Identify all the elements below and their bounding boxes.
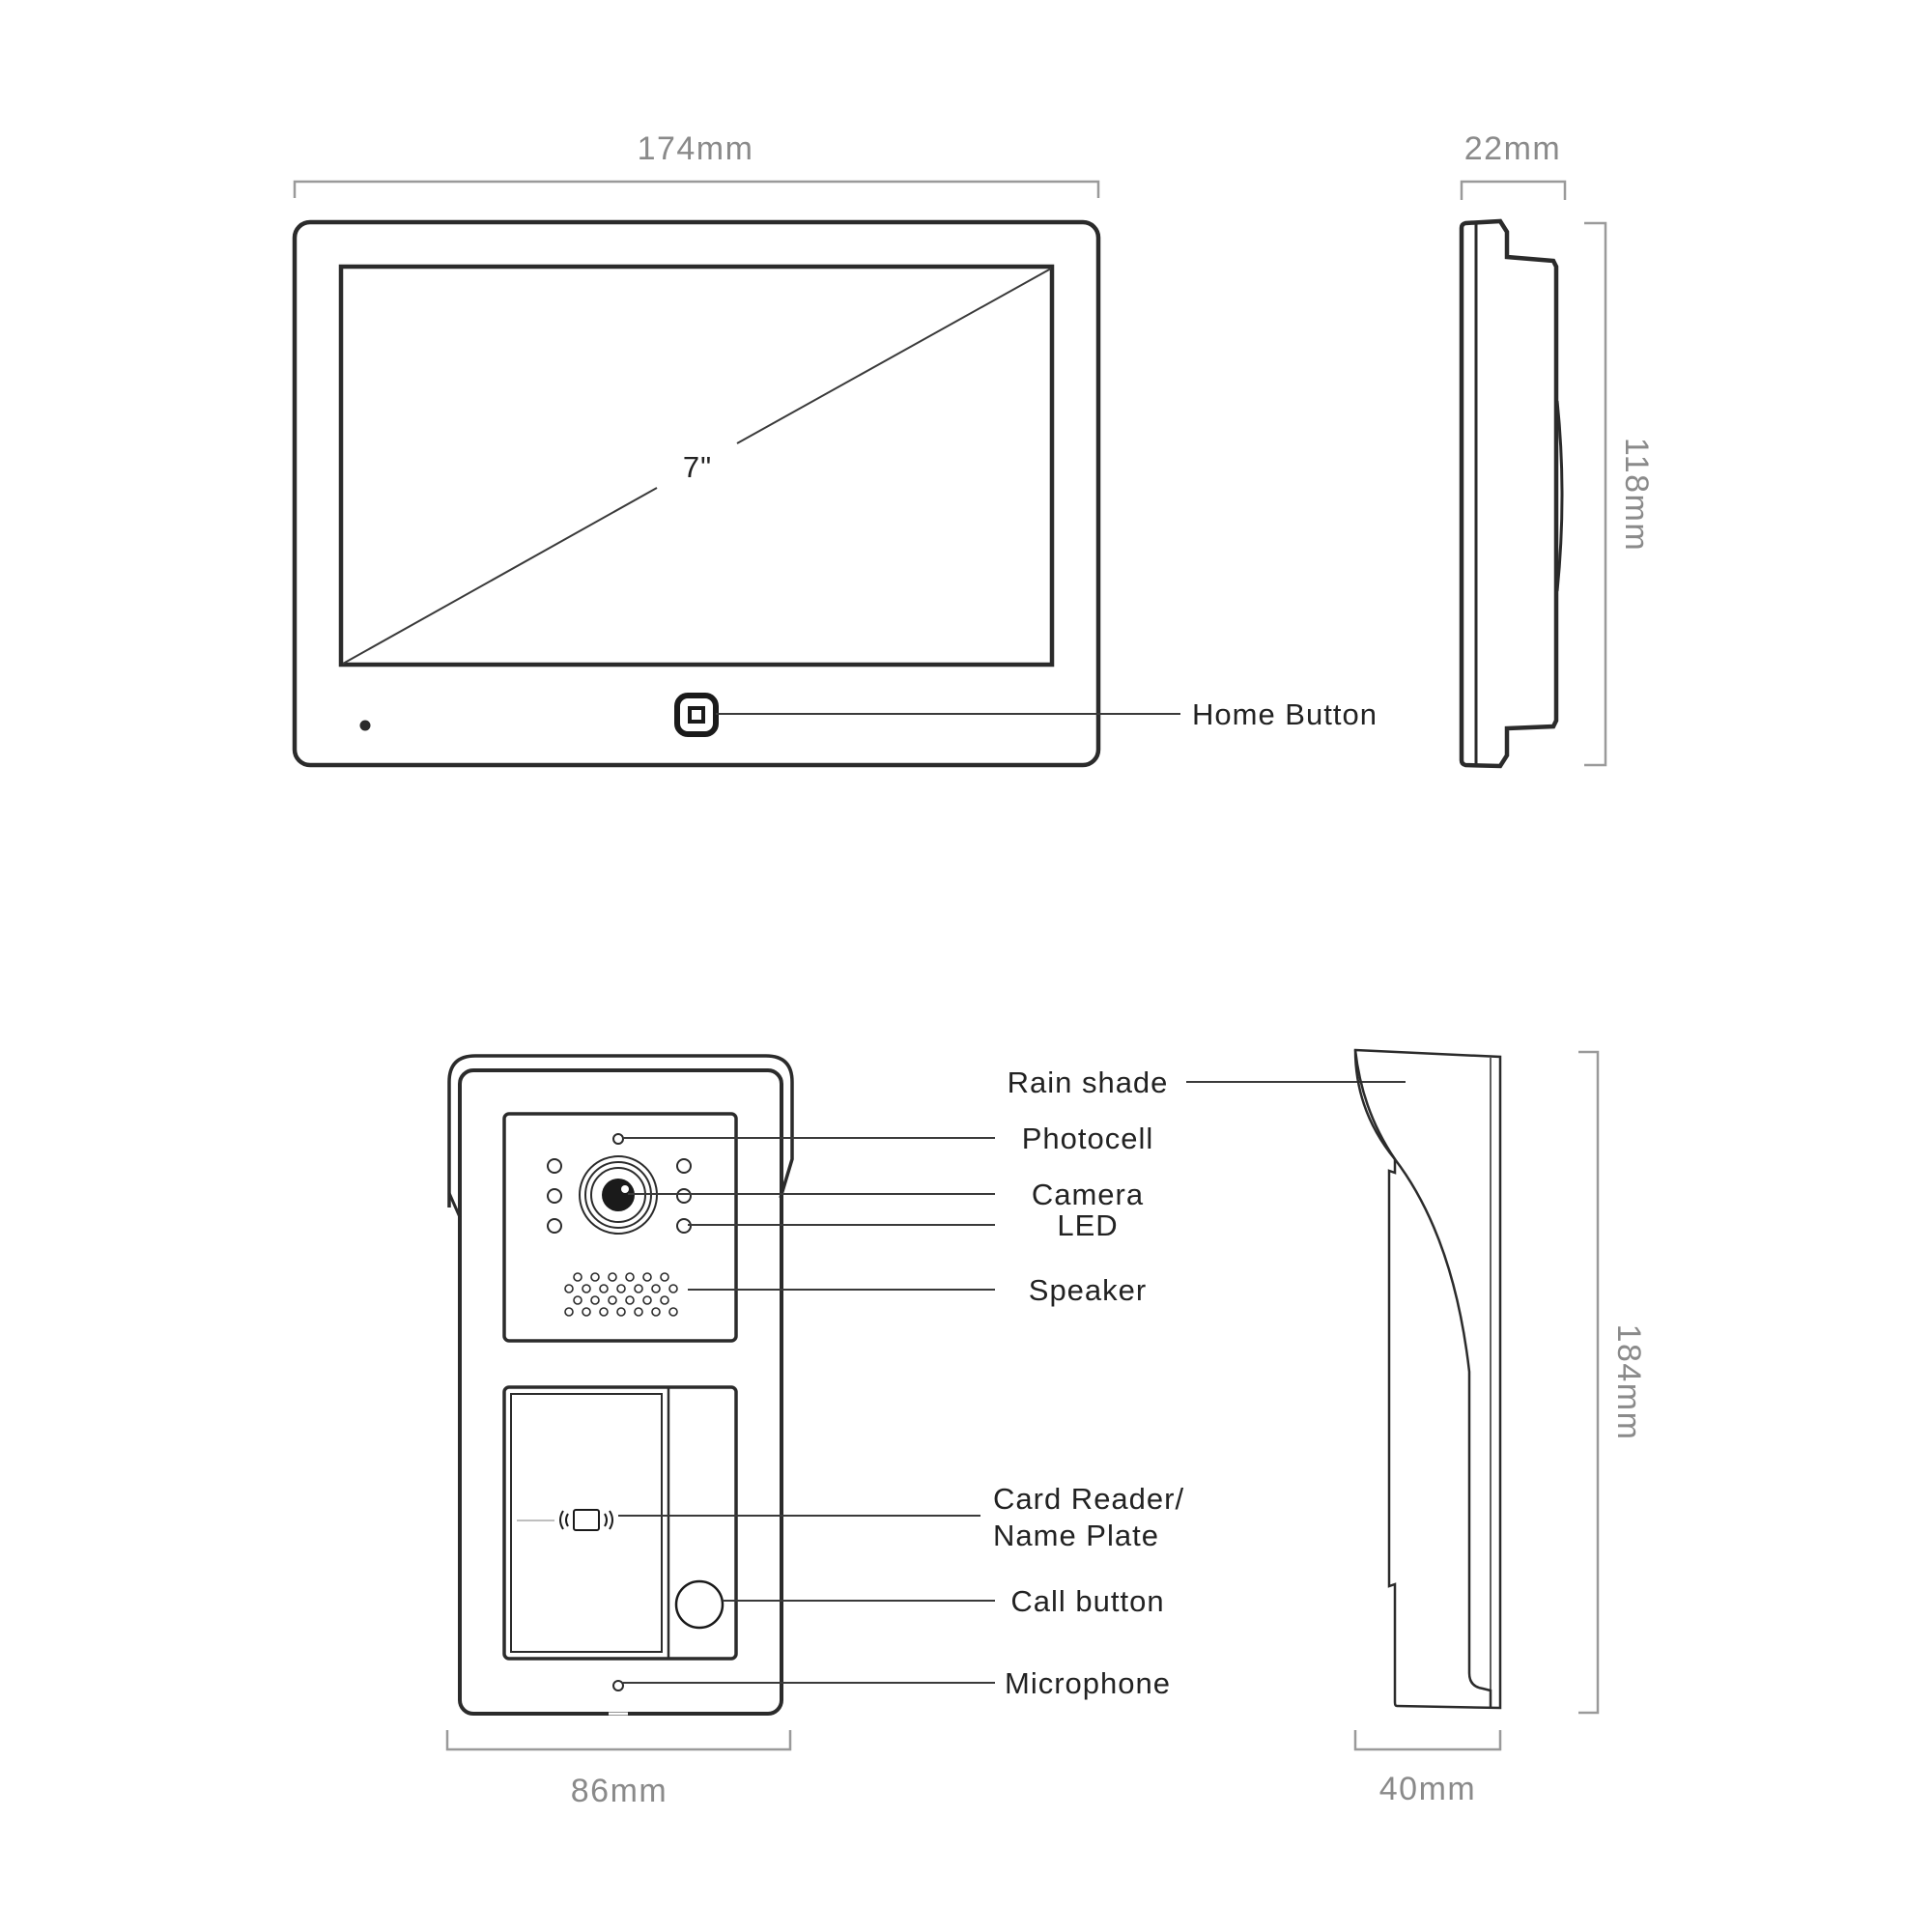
led-icon — [547, 1188, 562, 1204]
door-station-height-dimension-line — [1578, 1050, 1600, 1715]
home-button-icon — [674, 693, 719, 737]
led-icon — [547, 1218, 562, 1234]
rain-shade-outline — [447, 1054, 794, 1208]
door-station-callouts: Rain shade Photocell Camera LED Speaker … — [618, 1065, 1406, 1700]
rain-shade-left-edge — [447, 1192, 462, 1218]
rain-shade-label: Rain shade — [1008, 1065, 1169, 1099]
monitor-depth-label: 22mm — [1464, 130, 1561, 167]
call-button-icon — [674, 1579, 724, 1630]
monitor-side-view: 22mm 118mm — [1459, 130, 1655, 769]
microphone-icon — [612, 1680, 624, 1691]
monitor-side-body — [1459, 218, 1559, 769]
monitor-side-bracket — [1555, 400, 1564, 592]
card-reader-module-panel — [502, 1385, 738, 1661]
led-icon — [547, 1158, 562, 1174]
led-label: LED — [1057, 1208, 1118, 1242]
led-icon — [676, 1158, 692, 1174]
door-station-side-view: 40mm 184mm — [1353, 1048, 1647, 1807]
screen-diagonal-line — [736, 268, 1052, 444]
home-button-center-icon — [688, 706, 705, 724]
door-station-width-label: 86mm — [571, 1773, 668, 1809]
card-reader-label-line1: Card Reader/ — [993, 1482, 1184, 1516]
home-button-label: Home Button — [1192, 697, 1378, 731]
speaker-label: Speaker — [1029, 1273, 1147, 1307]
monitor-front-view: 174mm 7" Home Button — [292, 130, 1378, 768]
monitor-height-dimension-line — [1584, 221, 1607, 767]
door-station-side-body — [1353, 1048, 1502, 1710]
screen-size-label: 7" — [683, 450, 712, 484]
monitor-height-label: 118mm — [1618, 438, 1655, 552]
door-station-depth-dimension-line — [1353, 1730, 1502, 1751]
door-station-depth-label: 40mm — [1379, 1771, 1476, 1807]
monitor-width-label: 174mm — [638, 130, 754, 167]
monitor-microphone-icon — [359, 720, 371, 731]
door-station-body — [458, 1068, 783, 1716]
photocell-icon — [612, 1133, 624, 1145]
camera-lens-glint-icon — [621, 1185, 629, 1193]
monitor-screen — [338, 264, 1055, 668]
photocell-label: Photocell — [1022, 1122, 1154, 1155]
microphone-label: Microphone — [1005, 1666, 1171, 1700]
name-plate-window — [510, 1393, 663, 1653]
door-station-front-view: 86mm — [445, 1054, 794, 1809]
camera-module-panel — [502, 1112, 738, 1343]
door-station-side-curve — [1353, 1049, 1492, 1708]
screen-diagonal-line — [342, 487, 658, 665]
monitor-depth-dimension-line — [1460, 180, 1567, 200]
led-icon — [676, 1188, 692, 1204]
speaker-grille-icon — [564, 1272, 678, 1317]
monitor-housing — [292, 219, 1101, 768]
card-reader-label-line2: Name Plate — [993, 1519, 1159, 1552]
call-button-label: Call button — [1010, 1584, 1164, 1618]
door-station-height-label: 184mm — [1610, 1324, 1647, 1441]
camera-label: Camera — [1032, 1178, 1144, 1211]
door-station-width-dimension-line — [445, 1730, 792, 1751]
rfid-card-icon — [559, 1509, 613, 1531]
monitor-width-dimension-line — [293, 180, 1100, 198]
